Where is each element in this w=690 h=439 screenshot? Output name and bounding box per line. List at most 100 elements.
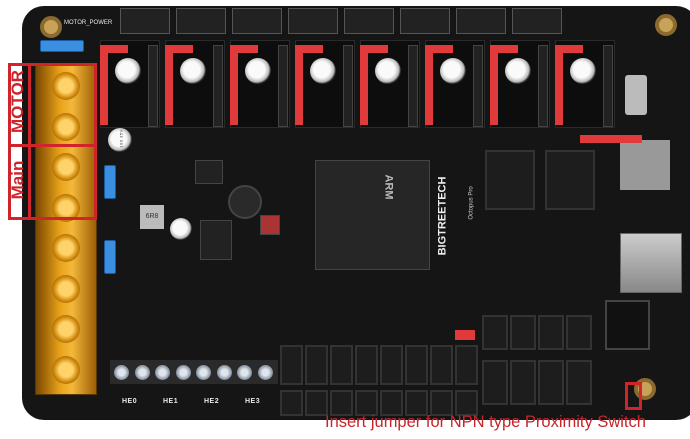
heater-label: HE1 <box>163 398 179 405</box>
jumper-annotation-box <box>625 382 642 410</box>
motor-connector <box>456 8 506 34</box>
driver-capacitor <box>310 58 336 84</box>
heater-screw <box>114 365 129 380</box>
connector <box>330 390 353 416</box>
annotation-divider <box>28 63 31 220</box>
driver-header-red <box>165 45 193 53</box>
terminal-screw <box>52 112 80 141</box>
motor-connector <box>120 8 170 34</box>
main-label: Main <box>8 160 27 200</box>
driver-header-red <box>425 45 453 53</box>
heater-screw <box>196 365 211 380</box>
driver-header-black <box>538 45 548 127</box>
driver-header-red <box>490 45 518 53</box>
driver-header-black <box>213 45 223 127</box>
motor-label: MOTOR <box>8 70 27 133</box>
endstop-connector <box>455 345 478 385</box>
driver-header-black <box>603 45 613 127</box>
connector <box>430 390 453 416</box>
fuse <box>104 240 116 274</box>
chip <box>195 160 223 184</box>
heater-label: HE0 <box>122 398 138 405</box>
driver-header-black <box>473 45 483 127</box>
driver-header-red <box>295 45 323 53</box>
driver-capacitor <box>180 58 206 84</box>
driver-header-red <box>295 45 303 125</box>
motor-connector <box>232 8 282 34</box>
endstop-connector <box>280 345 303 385</box>
terminal-screw <box>52 193 80 222</box>
brand-label: BIGTREETECH <box>436 176 449 256</box>
inductor-marking: 6R8 <box>145 213 159 220</box>
mounting-hole <box>655 14 677 36</box>
mcu-chip: ARM <box>315 160 430 270</box>
red-jumper <box>455 330 475 340</box>
driver-capacitor <box>440 58 466 84</box>
driver-header-red <box>230 45 238 125</box>
dip-switch <box>260 215 280 235</box>
driver-capacitor <box>570 58 596 84</box>
usb-c-port <box>625 75 647 115</box>
red-header <box>580 135 642 143</box>
heater-label: HE2 <box>204 398 220 405</box>
connector <box>455 390 478 416</box>
heater-screw <box>257 365 273 380</box>
motor-connector <box>512 8 562 34</box>
endstop-connector <box>380 345 403 385</box>
endstop-connector <box>355 345 378 385</box>
buzzer <box>228 185 262 219</box>
fuse <box>104 165 116 199</box>
terminal-screw <box>52 274 80 303</box>
terminal-screw <box>52 72 80 100</box>
driver-header-black <box>148 45 158 127</box>
terminal-screw <box>52 153 80 181</box>
driver-capacitor <box>245 58 271 84</box>
driver-header-red <box>100 45 108 125</box>
connector <box>405 390 428 416</box>
fan-connector <box>482 360 508 405</box>
capacitor <box>108 128 132 152</box>
main-annotation-box <box>8 144 97 220</box>
fan-connector <box>566 360 592 405</box>
endstop-connector <box>305 345 328 385</box>
heater-screw <box>237 365 252 380</box>
terminal-screw <box>52 234 80 262</box>
fan-connector <box>538 360 564 405</box>
motor-power-label: MOTOR_POWER <box>64 20 113 26</box>
jumper-note: Insert jumper for NPN type Proximity Swi… <box>325 413 646 431</box>
mounting-hole <box>40 16 62 38</box>
inductor: 6R8 <box>140 205 164 229</box>
heater-screw <box>175 365 191 380</box>
sd-card-slot <box>620 140 670 190</box>
driver-capacitor <box>115 58 141 84</box>
heater-screw <box>155 365 170 380</box>
heater-label: HE3 <box>245 398 261 405</box>
chip <box>200 220 232 260</box>
driver-header-black <box>278 45 288 127</box>
driver-header-black <box>343 45 353 127</box>
motor-connector <box>344 8 394 34</box>
exp-connector <box>485 150 535 210</box>
driver-capacitor <box>375 58 401 84</box>
fan-connector <box>482 315 508 350</box>
driver-header-red <box>425 45 433 125</box>
heater-screw <box>134 365 150 380</box>
connector <box>305 390 328 416</box>
driver-header-red <box>555 45 563 125</box>
driver-header-red <box>490 45 498 125</box>
capacitor-marking: 100 35V <box>118 129 124 148</box>
connector <box>280 390 303 416</box>
capacitor <box>170 218 192 240</box>
driver-header-red <box>100 45 128 53</box>
fan-connector <box>510 360 536 405</box>
motor-connector <box>288 8 338 34</box>
endstop-connector <box>430 345 453 385</box>
terminal-screw <box>52 355 80 384</box>
exp-connector <box>545 150 595 210</box>
endstop-connector <box>330 345 353 385</box>
motor-connector <box>176 8 226 34</box>
driver-header-black <box>408 45 418 127</box>
driver-header-red <box>230 45 258 53</box>
expansion-header <box>605 300 650 350</box>
driver-header-red <box>165 45 173 125</box>
